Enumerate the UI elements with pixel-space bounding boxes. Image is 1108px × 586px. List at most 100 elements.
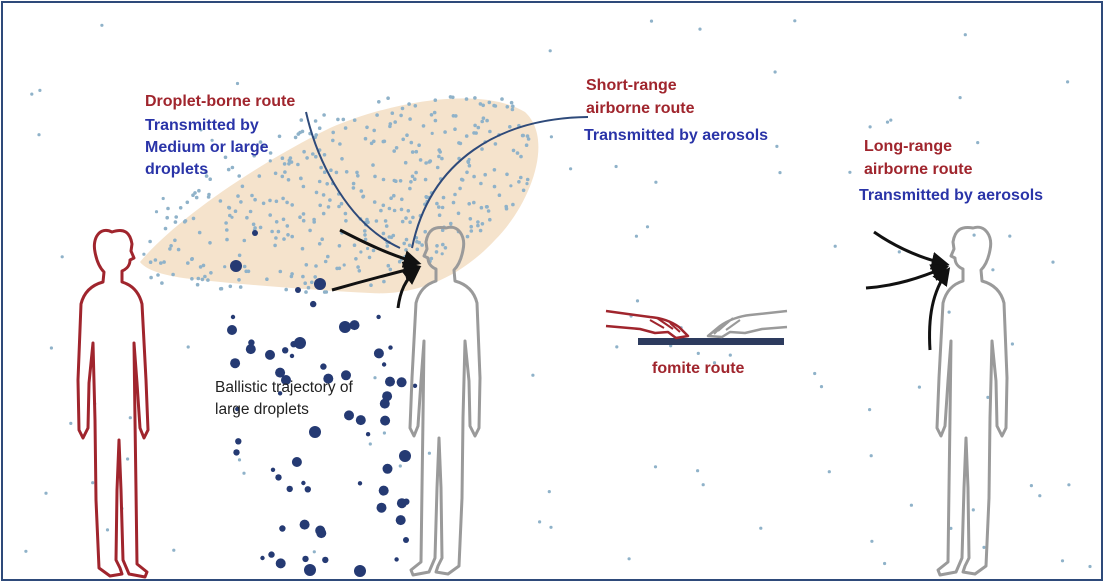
aerosol-particle	[248, 209, 253, 214]
large-droplet	[376, 314, 381, 320]
aerosol-particle	[408, 117, 412, 121]
aerosol-particle	[314, 154, 318, 159]
aerosol-particle	[440, 156, 444, 161]
aerosol-particle	[443, 130, 447, 134]
aerosol-particle	[227, 205, 231, 210]
aerosol-particle	[153, 258, 158, 262]
aerosol-particle	[208, 241, 212, 245]
aerosol-particle	[282, 162, 287, 166]
aerosol-particle	[403, 160, 408, 165]
aerosol-particle	[391, 233, 396, 238]
aerosol-particle	[381, 231, 386, 236]
aerosol-particle	[525, 134, 530, 138]
aerosol-particle	[728, 353, 732, 357]
large-droplet	[227, 325, 237, 335]
aerosol-particle	[778, 171, 782, 175]
aerosol-particle	[142, 252, 146, 256]
aerosol-particle	[476, 223, 480, 228]
aerosol-particle	[38, 88, 42, 92]
aerosol-particle	[186, 345, 190, 349]
droplet-route-title: Droplet-borne route	[145, 93, 296, 110]
aerosol-particle	[464, 134, 469, 138]
large-droplet	[282, 347, 289, 354]
aerosol-particle	[870, 539, 874, 543]
large-droplet	[302, 555, 309, 563]
aerosol-particle	[421, 124, 426, 128]
aerosol-particle	[653, 465, 658, 469]
aerosol-particle	[336, 117, 340, 122]
aerosol-particle	[868, 171, 872, 175]
aerosol-particle	[306, 285, 311, 290]
aerosol-particle	[159, 261, 163, 265]
large-droplet	[230, 314, 236, 320]
aerosol-particle	[427, 451, 431, 455]
aerosol-particle	[225, 228, 229, 232]
aerosol-particle	[476, 125, 481, 130]
aerosol-particle	[418, 158, 423, 162]
aerosol-particle	[402, 241, 407, 246]
aerosol-particle	[525, 177, 530, 182]
aerosol-particle	[381, 177, 386, 182]
aerosol-particle	[388, 267, 393, 272]
aerosol-particle	[253, 226, 257, 230]
aerosol-particle	[342, 263, 346, 267]
aerosol-particle	[168, 247, 172, 251]
aerosol-particle	[305, 156, 309, 160]
aerosol-particle	[538, 520, 542, 524]
aerosol-particle	[228, 284, 233, 289]
aerosol-particle	[337, 244, 342, 248]
aerosol-particle	[1038, 494, 1042, 498]
short-range-leader	[411, 116, 589, 249]
aerosol-particle	[526, 137, 531, 141]
aerosol-particle	[317, 126, 322, 130]
aerosol-particle	[191, 193, 195, 197]
aerosol-particle	[433, 118, 438, 123]
aerosol-particle	[869, 454, 873, 458]
large-droplet	[357, 481, 363, 486]
aerosol-particle	[443, 246, 448, 250]
aerosol-particle	[883, 561, 887, 566]
droplet-route-leader	[305, 111, 401, 249]
aerosol-particle	[493, 142, 498, 146]
aerosol-particle	[515, 151, 520, 155]
aerosol-particle	[343, 211, 348, 216]
aerosol-particle	[190, 277, 194, 281]
aerosol-particle	[204, 174, 209, 178]
aerosol-particle	[548, 49, 552, 53]
aerosol-particle	[437, 213, 442, 217]
aerosol-particle	[413, 177, 417, 181]
aerosol-particle	[280, 156, 285, 160]
aerosol-particle	[242, 264, 247, 269]
infected-person-figure	[76, 229, 150, 579]
aerosol-particle	[1008, 234, 1012, 238]
aerosol-particle	[615, 345, 619, 349]
aerosol-particle	[235, 81, 240, 86]
aerosol-particle	[775, 144, 779, 148]
aerosol-particle	[991, 268, 995, 272]
large-droplet	[354, 565, 366, 577]
aerosol-particle	[169, 244, 173, 248]
aerosol-particle	[322, 113, 326, 117]
large-droplet	[230, 358, 241, 369]
aerosol-particle	[191, 216, 196, 221]
aerosol-particle	[302, 149, 306, 154]
aerosol-particle	[321, 193, 326, 197]
large-droplet	[339, 321, 351, 333]
large-droplet	[344, 410, 354, 421]
aerosol-particle	[304, 290, 308, 294]
large-droplet	[281, 375, 291, 385]
aerosol-cloud	[140, 98, 539, 294]
aerosol-particle	[819, 385, 824, 389]
aerosol-particle	[398, 464, 402, 468]
aerosol-particle	[382, 139, 387, 144]
large-droplet	[355, 415, 366, 426]
aerosol-particle	[458, 186, 462, 191]
aerosol-particle	[897, 250, 901, 254]
aerosol-particle	[251, 222, 256, 227]
aerosol-particle	[149, 275, 153, 280]
large-droplet	[301, 480, 306, 486]
aerosol-particle	[237, 458, 242, 462]
aerosol-particle	[226, 167, 231, 172]
aerosol-particle	[368, 442, 372, 446]
